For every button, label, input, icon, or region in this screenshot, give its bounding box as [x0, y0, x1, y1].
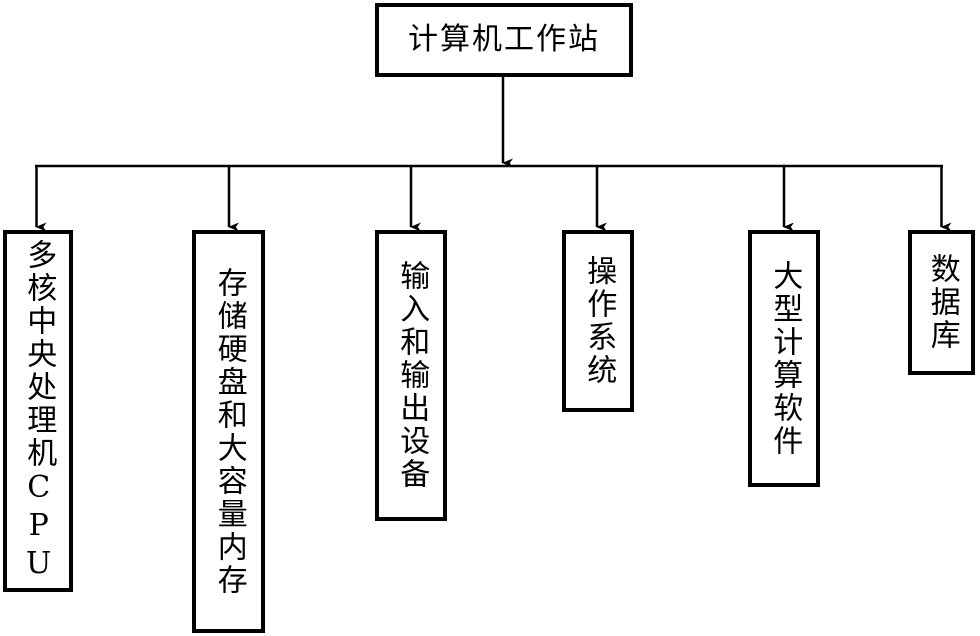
node-cpu[interactable]: 多核中央处理机CPU — [3, 230, 73, 592]
node-operating-system-label: 操作系统 — [581, 255, 617, 387]
node-cpu-label: 多核中央处理机CPU — [21, 238, 57, 584]
node-root-label: 计算机工作站 — [408, 22, 600, 57]
node-storage[interactable]: 存储硬盘和大容量内存 — [192, 230, 265, 633]
node-storage-label: 存储硬盘和大容量内存 — [211, 266, 247, 597]
node-operating-system[interactable]: 操作系统 — [562, 230, 634, 412]
node-database[interactable]: 数据库 — [908, 230, 975, 375]
node-computation-software[interactable]: 大型计算软件 — [748, 230, 820, 487]
node-io-devices-label: 输入和输出设备 — [394, 260, 430, 491]
node-computation-software-label: 大型计算软件 — [767, 259, 803, 458]
node-io-devices[interactable]: 输入和输出设备 — [375, 230, 447, 521]
node-root[interactable]: 计算机工作站 — [375, 3, 633, 77]
node-database-label: 数据库 — [924, 253, 960, 352]
